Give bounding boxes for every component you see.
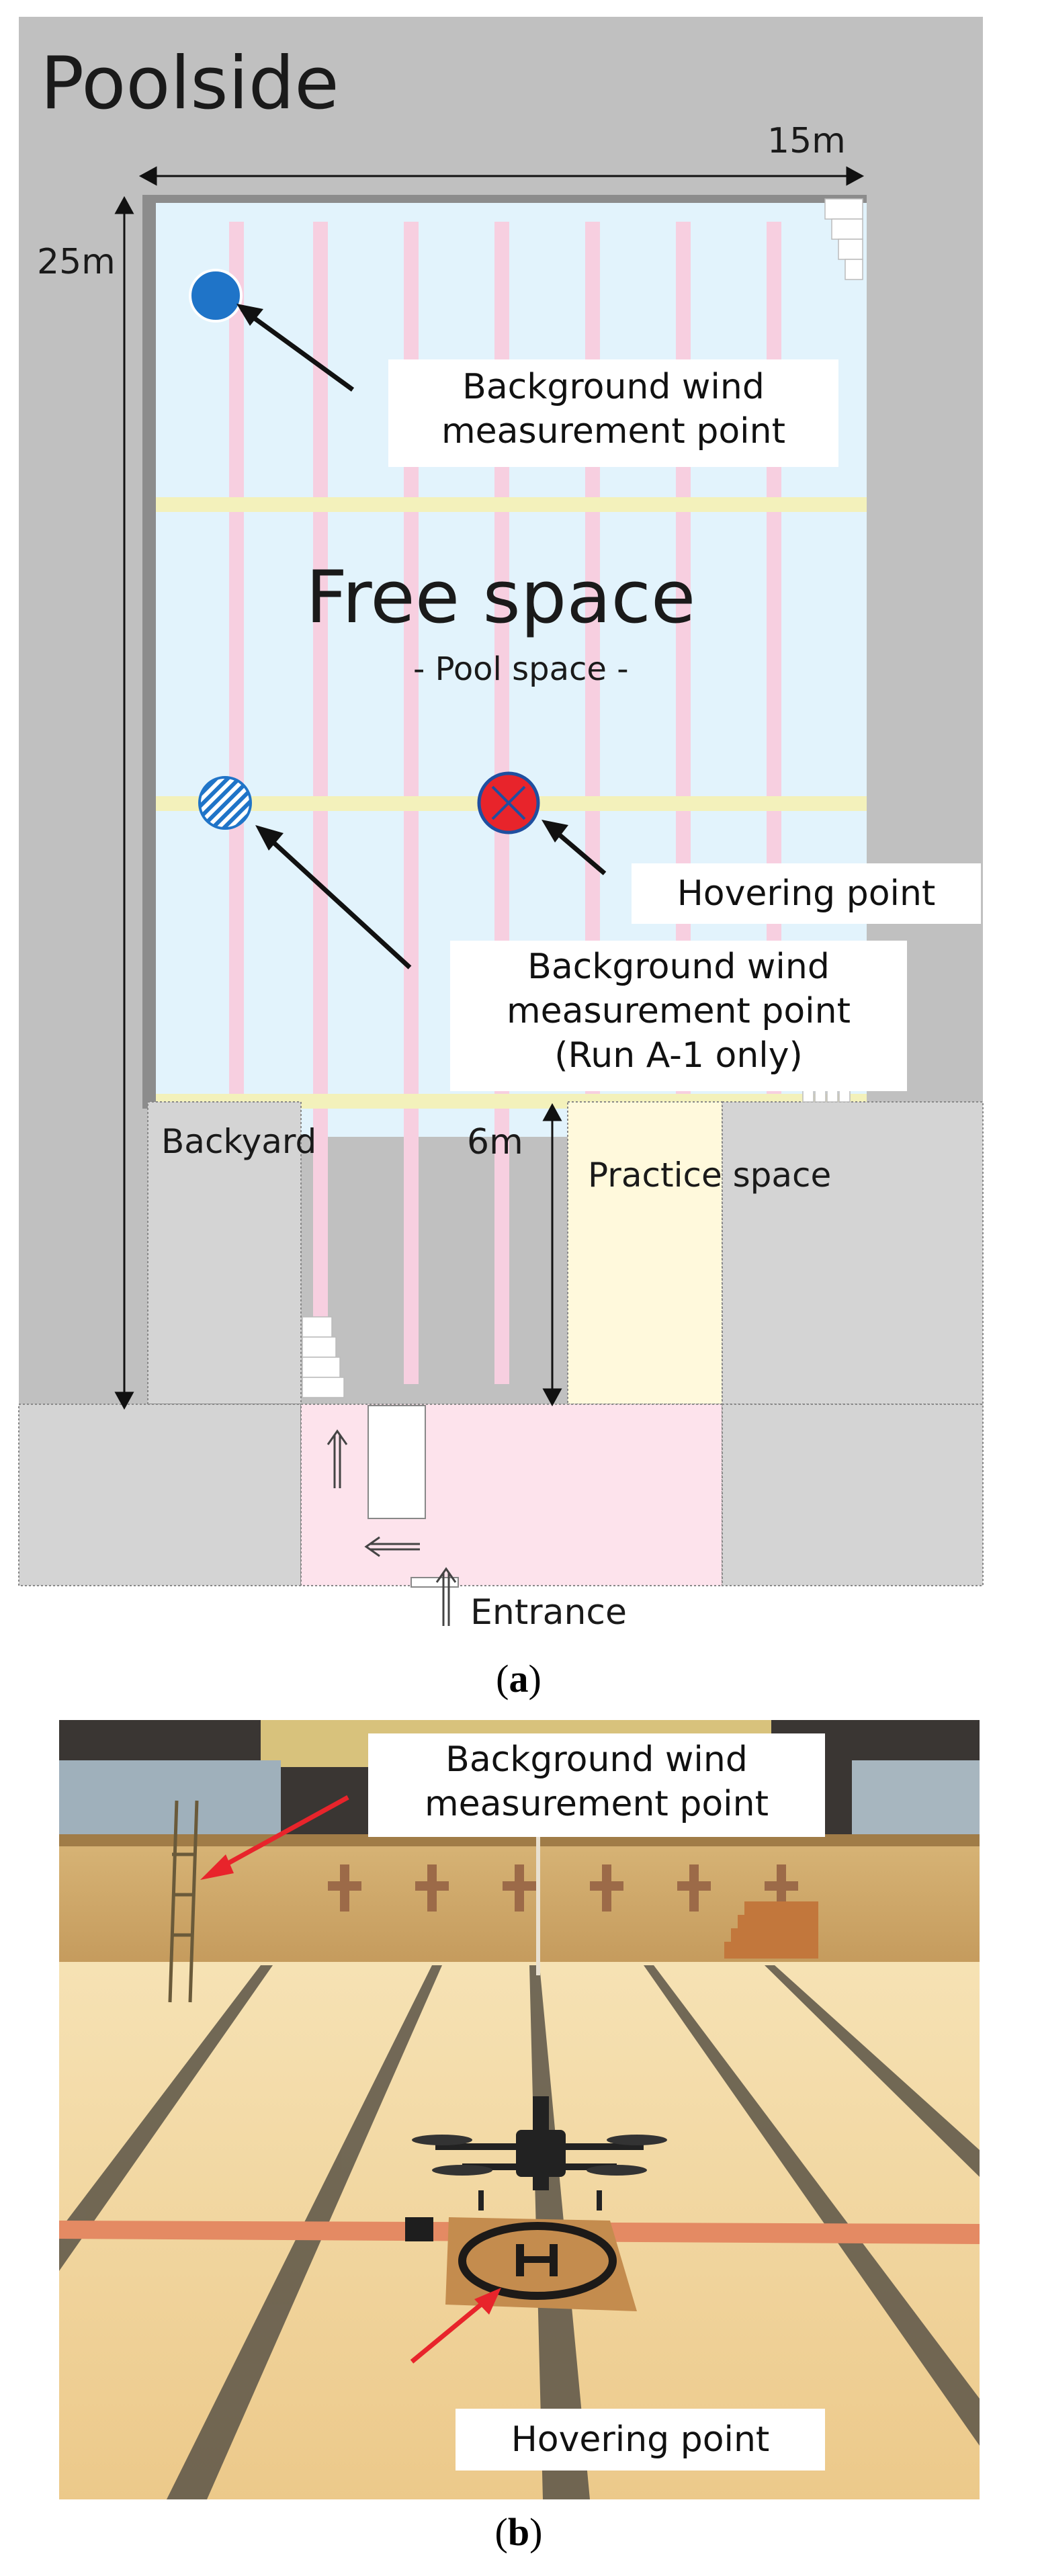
photo-arrow-hover [410, 2296, 491, 2364]
photo-floor-instrument [405, 2217, 433, 2241]
caption-b: (b) [494, 2510, 543, 2554]
width-label: 15m [767, 121, 846, 161]
cross-lines [156, 497, 867, 1109]
arrow-to-bg-run [261, 831, 412, 970]
photo-callout-hovering-point: Hovering point [456, 2409, 825, 2471]
photo-arrowhead-bg-wind [200, 1854, 234, 1880]
entrance-label: Entrance [470, 1592, 627, 1633]
panel-a-diagram: Poolside 15m 25m 6m Free space - Pool sp… [18, 17, 984, 1701]
arrowhead-bg-run [255, 825, 284, 851]
bottom-right-room [722, 1404, 984, 1586]
panel-b-photo: Background wind measurement point Hoveri… [0, 1720, 1038, 2576]
pool-steps-top [824, 198, 863, 280]
flow-arrow-left [364, 1536, 420, 1557]
poolside-label: Poolside [40, 42, 339, 126]
callout-hovering-point: Hovering point [632, 863, 981, 924]
flow-arrow-up-left [327, 1429, 348, 1488]
photo-drone [412, 2096, 667, 2210]
callout-background-wind-run-a1: Background wind measurement point (Run A… [450, 941, 907, 1091]
flow-arrow-up-entrance [435, 1567, 457, 1626]
backyard-area [147, 1101, 302, 1405]
callout-background-wind-top: Background wind measurement point [388, 359, 838, 467]
arrowhead-hover [542, 820, 568, 843]
right-room-area [722, 1101, 984, 1405]
pool-steps-bottom [302, 1316, 345, 1398]
hovering-point-marker [477, 771, 540, 834]
length-dimension [114, 196, 134, 1410]
backyard-label: Backyard [161, 1122, 317, 1161]
photo-helipad-h [516, 2244, 558, 2276]
photo-window-right [852, 1760, 980, 1841]
photo-wall-crosses [328, 1864, 798, 1912]
bottom-left-room [18, 1404, 302, 1586]
background-wind-point-top [189, 269, 243, 323]
width-dimension [138, 166, 865, 186]
depth-label: 6m [467, 1122, 523, 1162]
practice-space-label: Practice space [588, 1156, 832, 1195]
photo-arrowhead-hover [474, 2288, 501, 2315]
background-wind-point-run-a1 [198, 776, 252, 830]
entrance-area [300, 1404, 723, 1586]
photo-arrow-bg-wind [212, 1795, 349, 1874]
free-space-subtitle: - Pool space - [413, 650, 629, 688]
caption-a: (a) [496, 1657, 542, 1701]
depth-dimension [542, 1103, 562, 1407]
photo-stairs [724, 1901, 818, 1959]
arrow-to-bg-top [240, 307, 355, 392]
practice-space-area [567, 1101, 723, 1405]
photo-bg-wind-pole [168, 1800, 199, 2003]
pool-layout-svg [18, 17, 984, 1626]
corridor-block [367, 1405, 426, 1519]
entrance-door [410, 1577, 459, 1588]
length-label: 25m [37, 242, 116, 282]
photo-wall-lip [59, 1834, 980, 1846]
photo-callout-background-wind: Background wind measurement point [368, 1733, 825, 1837]
arrowhead-bg-top [236, 304, 263, 326]
photo-mast [536, 1801, 540, 1975]
photo-helipad-circle [458, 2222, 617, 2300]
photo-window-left [59, 1760, 281, 1841]
pool-photo-svg [59, 1720, 980, 2499]
free-space-title: Free space [306, 556, 696, 640]
